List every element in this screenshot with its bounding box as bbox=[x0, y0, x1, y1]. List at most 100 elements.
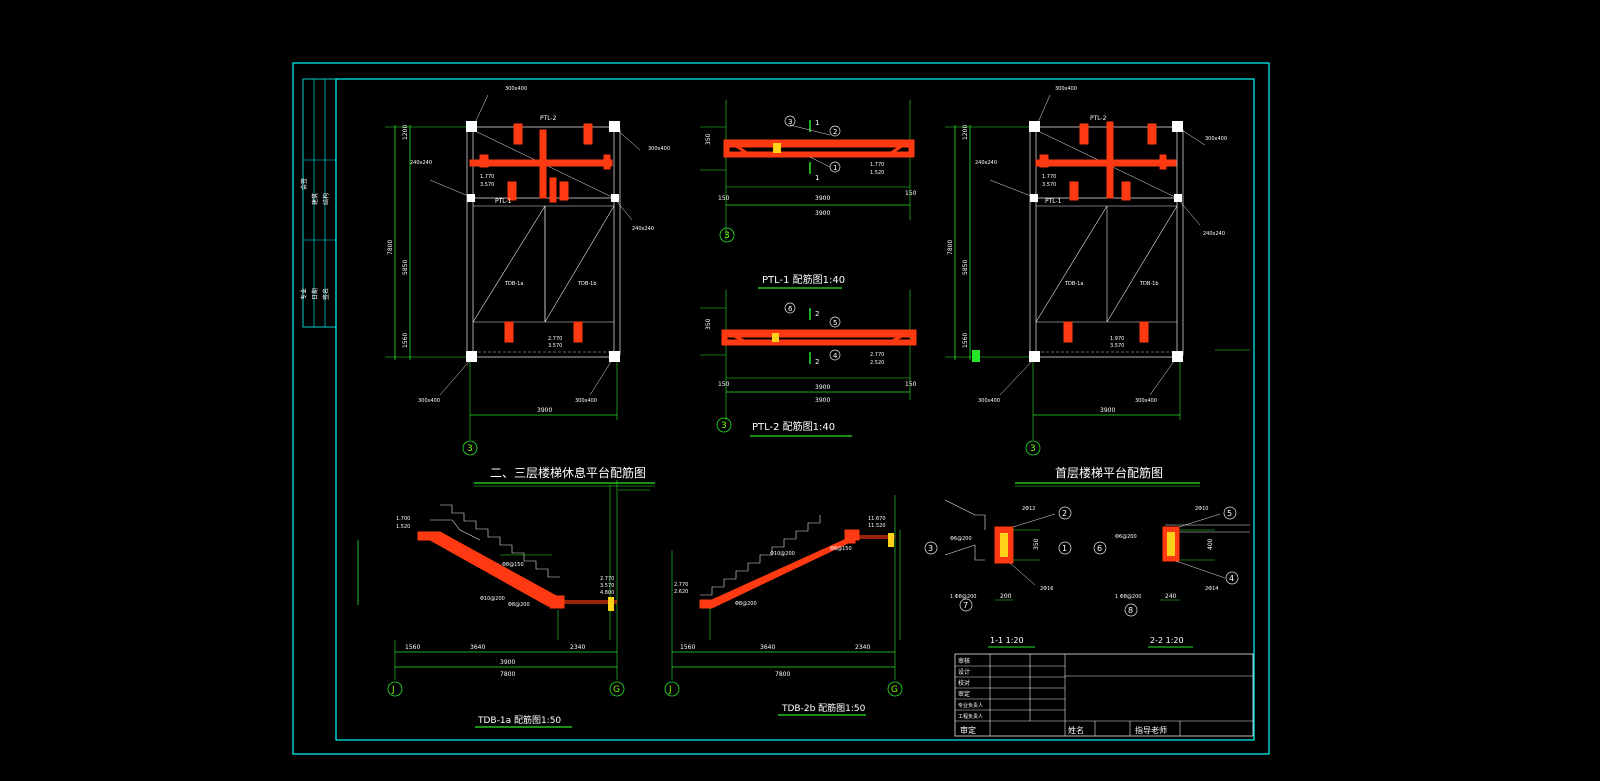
dimension: 3900 bbox=[537, 407, 552, 414]
column-label: 300x400 bbox=[648, 146, 670, 152]
elevation: 1.520 bbox=[870, 170, 884, 176]
side-signature-labels: 会签 专业 日期 签名 建筑 结构 bbox=[300, 178, 330, 300]
dimension: 3640 bbox=[760, 644, 775, 651]
rebar-note: Φ10@200 bbox=[480, 596, 505, 602]
beam-label: TDB-1a bbox=[504, 281, 523, 287]
plan-title-right: 首层楼梯平台配筋图 bbox=[1055, 465, 1163, 480]
column-label: 240x240 bbox=[632, 226, 654, 232]
stair-title: TDB-2b 配筋图1:50 bbox=[781, 702, 866, 714]
rebar-note: Φ8@200 bbox=[735, 601, 757, 607]
axis-bubble: J bbox=[668, 685, 672, 695]
axis-bubble: 3 bbox=[724, 231, 730, 241]
side-label: 专业 bbox=[300, 288, 308, 300]
approve-label: 审定 bbox=[960, 725, 976, 735]
side-label: 结构 bbox=[322, 193, 330, 205]
section-mark: 1 bbox=[815, 174, 819, 182]
side-label: 日期 bbox=[311, 288, 319, 300]
dimension: 7800 bbox=[500, 671, 515, 678]
section-mark: 2 bbox=[815, 310, 819, 318]
stair-section-left-labels: 1560 3640 3900 2340 7800 1.700 1.520 2.7… bbox=[387, 516, 625, 728]
column-label: 300x400 bbox=[1135, 398, 1157, 404]
title-block-labels: 审核 设计 校对 审定 专业负责人 工程负责人 审定 姓名 指导老师 bbox=[958, 657, 1167, 735]
axis-bubble: G bbox=[613, 685, 620, 695]
column-label: 300x400 bbox=[978, 398, 1000, 404]
section-titles: 二、三层楼梯休息平台配筋图 首层楼梯平台配筋图 bbox=[474, 465, 1200, 487]
elevation: 2.770 bbox=[548, 336, 562, 342]
column-label: 300x400 bbox=[1205, 136, 1227, 142]
column-label: 300x400 bbox=[575, 398, 597, 404]
rebar-note: Φ8@150 bbox=[830, 546, 852, 552]
elevation: 2.770 bbox=[674, 582, 688, 588]
dimension: 1560 bbox=[680, 644, 695, 651]
column-label: 240x240 bbox=[410, 160, 432, 166]
elevation: 3.570 bbox=[1110, 343, 1124, 349]
dimension: 3900 bbox=[815, 384, 830, 391]
elevation: 2.520 bbox=[870, 360, 884, 366]
title-block-row: 专业负责人 bbox=[958, 702, 983, 709]
rebar-note: Φ8@150 bbox=[502, 562, 524, 568]
beam-label: TDB-1a bbox=[1064, 281, 1083, 287]
rebar-marker: 2 bbox=[1062, 509, 1067, 518]
rebar-marker: 6 bbox=[1097, 544, 1102, 553]
title-block-row: 工程负责人 bbox=[958, 713, 983, 720]
stair-section-left bbox=[357, 480, 650, 680]
rebar-marker: 3 bbox=[788, 118, 792, 126]
rebar-marker: 4 bbox=[1229, 574, 1234, 583]
column-label: 300x400 bbox=[505, 86, 527, 92]
rebar-marker: 3 bbox=[928, 544, 933, 553]
detail-1-1-labels: 2 3 1 7 2Φ12 Φ6@200 2Φ16 1 Φ8@200 200 35… bbox=[924, 506, 1072, 648]
dimension: 150 bbox=[718, 195, 730, 202]
dimension: 1560 bbox=[405, 644, 420, 651]
side-label: 会签 bbox=[300, 178, 308, 190]
dimension: 3900 bbox=[1100, 407, 1115, 414]
beam-ptl1 bbox=[700, 100, 915, 240]
column-label: 240x240 bbox=[1203, 231, 1225, 237]
title-block bbox=[954, 653, 1254, 737]
plan-view-right bbox=[945, 94, 1250, 440]
dimension: 7800 bbox=[775, 671, 790, 678]
title-block-row: 设计 bbox=[958, 668, 970, 676]
plan-view-right-labels: PTL-2 PTL-1 TDB-1a TDB-1b 300x400 300x40… bbox=[947, 86, 1227, 456]
dimension: 7800 bbox=[387, 240, 394, 255]
rebar-marker: 8 bbox=[1128, 606, 1133, 615]
beam-ptl2-labels: 4 5 6 2 2 3900 3900 150 150 350 2.770 2.… bbox=[705, 302, 917, 437]
rebar-note: 2Φ16 bbox=[1040, 586, 1053, 592]
rebar-marker: 6 bbox=[788, 305, 793, 313]
column-label: 300x400 bbox=[1055, 86, 1077, 92]
side-label: 建筑 bbox=[311, 193, 319, 205]
dimension: 1560 bbox=[402, 333, 409, 348]
dimension: 400 bbox=[1207, 538, 1214, 550]
elevation: 2.620 bbox=[674, 589, 688, 595]
rebar-marker: 7 bbox=[963, 601, 968, 610]
dimension: 5850 bbox=[402, 260, 409, 275]
title-block-row: 校对 bbox=[958, 679, 970, 687]
elevation: 1.520 bbox=[396, 524, 410, 530]
dimension: 350 bbox=[705, 133, 712, 145]
detail-1-1 bbox=[944, 499, 1056, 601]
elevation: 1.970 bbox=[1110, 336, 1124, 342]
elevation: 3.570 bbox=[600, 583, 614, 589]
elevation: 1.700 bbox=[396, 516, 410, 522]
rebar-note: 1 Φ8@200 bbox=[1115, 594, 1141, 600]
plan-title-left: 二、三层楼梯休息平台配筋图 bbox=[490, 465, 646, 480]
dimension: 3640 bbox=[470, 644, 485, 651]
elevation: 1.770 bbox=[1042, 174, 1056, 180]
sheet-frame bbox=[292, 62, 1270, 755]
dimension: 1200 bbox=[402, 125, 409, 140]
rebar-note: 1 Φ8@200 bbox=[950, 594, 976, 600]
rebar-note: 2Φ12 bbox=[1022, 506, 1035, 512]
dimension: 240 bbox=[1165, 593, 1177, 600]
elevation: 4.800 bbox=[600, 590, 614, 596]
section-mark: 2 bbox=[815, 358, 819, 366]
rebar-marker: 5 bbox=[833, 319, 837, 327]
dimension: 1560 bbox=[962, 333, 969, 348]
rebar-note: Φ6@200 bbox=[950, 536, 972, 542]
plan-view-left-labels: PTL-2 PTL-1 TDB-1a TDB-1b 300x400 300x40… bbox=[387, 86, 670, 456]
dimension: 3900 bbox=[500, 659, 515, 666]
beam-label: PTL-1 bbox=[1045, 198, 1062, 205]
beam-label: TDB-1b bbox=[577, 281, 597, 287]
elevation: 1.770 bbox=[480, 174, 494, 180]
axis-bubble: G bbox=[891, 685, 898, 695]
dimension: 3900 bbox=[815, 397, 830, 404]
